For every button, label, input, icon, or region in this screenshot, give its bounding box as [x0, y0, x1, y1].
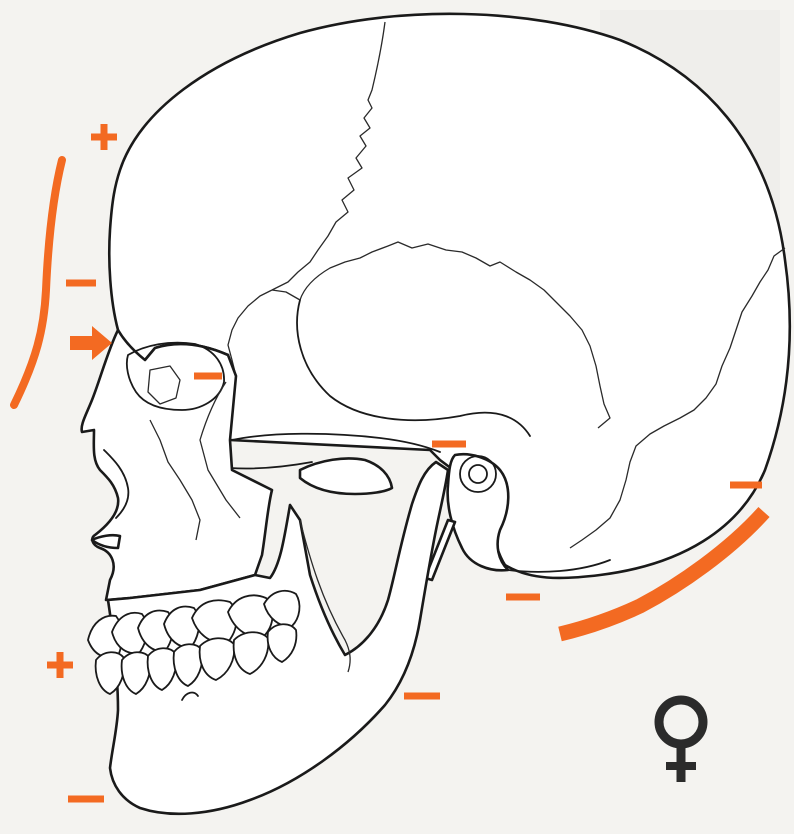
- skull-illustration: [0, 0, 794, 834]
- skull-diagram: [0, 0, 794, 834]
